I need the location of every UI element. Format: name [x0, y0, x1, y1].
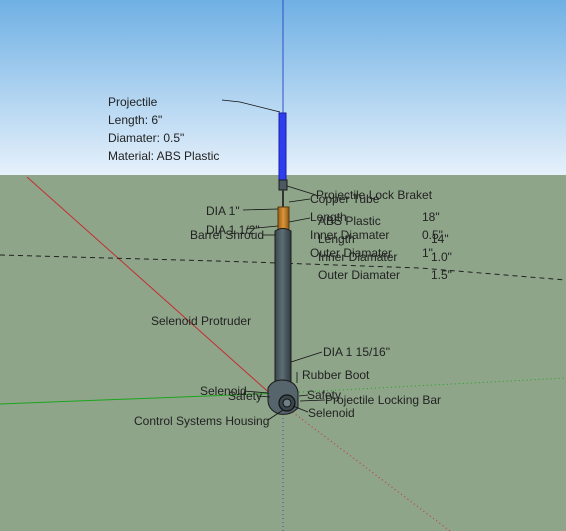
- green-axis-dotted: [282, 377, 566, 394]
- copper-tube-label: Copper Tube: [310, 192, 380, 206]
- leader-lines: [221, 99, 326, 421]
- dia-1-label: DIA 1": [206, 204, 240, 218]
- red-axis: [26, 176, 284, 406]
- inner-diamater-1-value: 0.5": [422, 228, 443, 242]
- safety-left-label: Safety: [228, 389, 263, 403]
- inner-diamater-2-value: 1.0": [431, 250, 452, 264]
- green-axis: [0, 392, 284, 405]
- control-systems-housing-label: Control Systems Housing: [134, 414, 270, 428]
- selenoid-right-label: Selenoid: [308, 406, 355, 420]
- projectile-diameter-label: Diamater: 0.5": [108, 131, 185, 145]
- outer-diamater-2-value: 1.5": [431, 268, 452, 282]
- projectile-rod: [278, 112, 287, 191]
- dia-1-15-16-label: DIA 1 15/16": [323, 345, 390, 359]
- projectile-material-label: Material: ABS Plastic: [108, 149, 220, 163]
- selenoid-left-label: Selenoid: [200, 384, 247, 398]
- barrel-shroud: [274, 228, 292, 393]
- outer-diamater-1-label: Outer Diamater: [310, 246, 393, 260]
- selenoid-protruder-label: Selenoid Protruder: [151, 314, 252, 328]
- projectile-lock-braket: [278, 179, 288, 191]
- inner-diamater-2-label: Inner Diamater: [318, 250, 398, 264]
- horizon-dashed-line: [0, 254, 566, 281]
- selenoid-core: [282, 398, 292, 408]
- abs-plastic-label: ABS Plastic: [318, 214, 381, 228]
- projectile-locking-bar-label: Projectile Locking Bar: [325, 393, 442, 407]
- red-axis-dotted: [282, 404, 451, 531]
- lock-braket-label: Projectile Lock Braket: [316, 188, 433, 202]
- rubber-boot-label: Rubber Boot: [302, 368, 370, 382]
- dia-1-1-2-label: DIA 1 1/2": [206, 223, 260, 237]
- projectile-title-label: Projectile: [108, 95, 158, 109]
- length-1-label: Length: [310, 210, 347, 224]
- barrel-shroud-label: Barrel Shroud: [190, 228, 265, 242]
- length-1-value: 18": [422, 210, 440, 224]
- outer-diamater-1-value: 1": [422, 246, 433, 260]
- copper-tube: [277, 206, 290, 231]
- length-2-label: Length: [318, 232, 355, 246]
- inner-diamater-1-label: Inner Diamater: [310, 228, 390, 242]
- length-2-value: 14": [431, 232, 449, 246]
- safety-right-label: Safety: [307, 388, 342, 402]
- projectile-length-label: Length: 6": [108, 113, 163, 127]
- outer-diamater-2-label: Outer Diamater: [318, 268, 401, 282]
